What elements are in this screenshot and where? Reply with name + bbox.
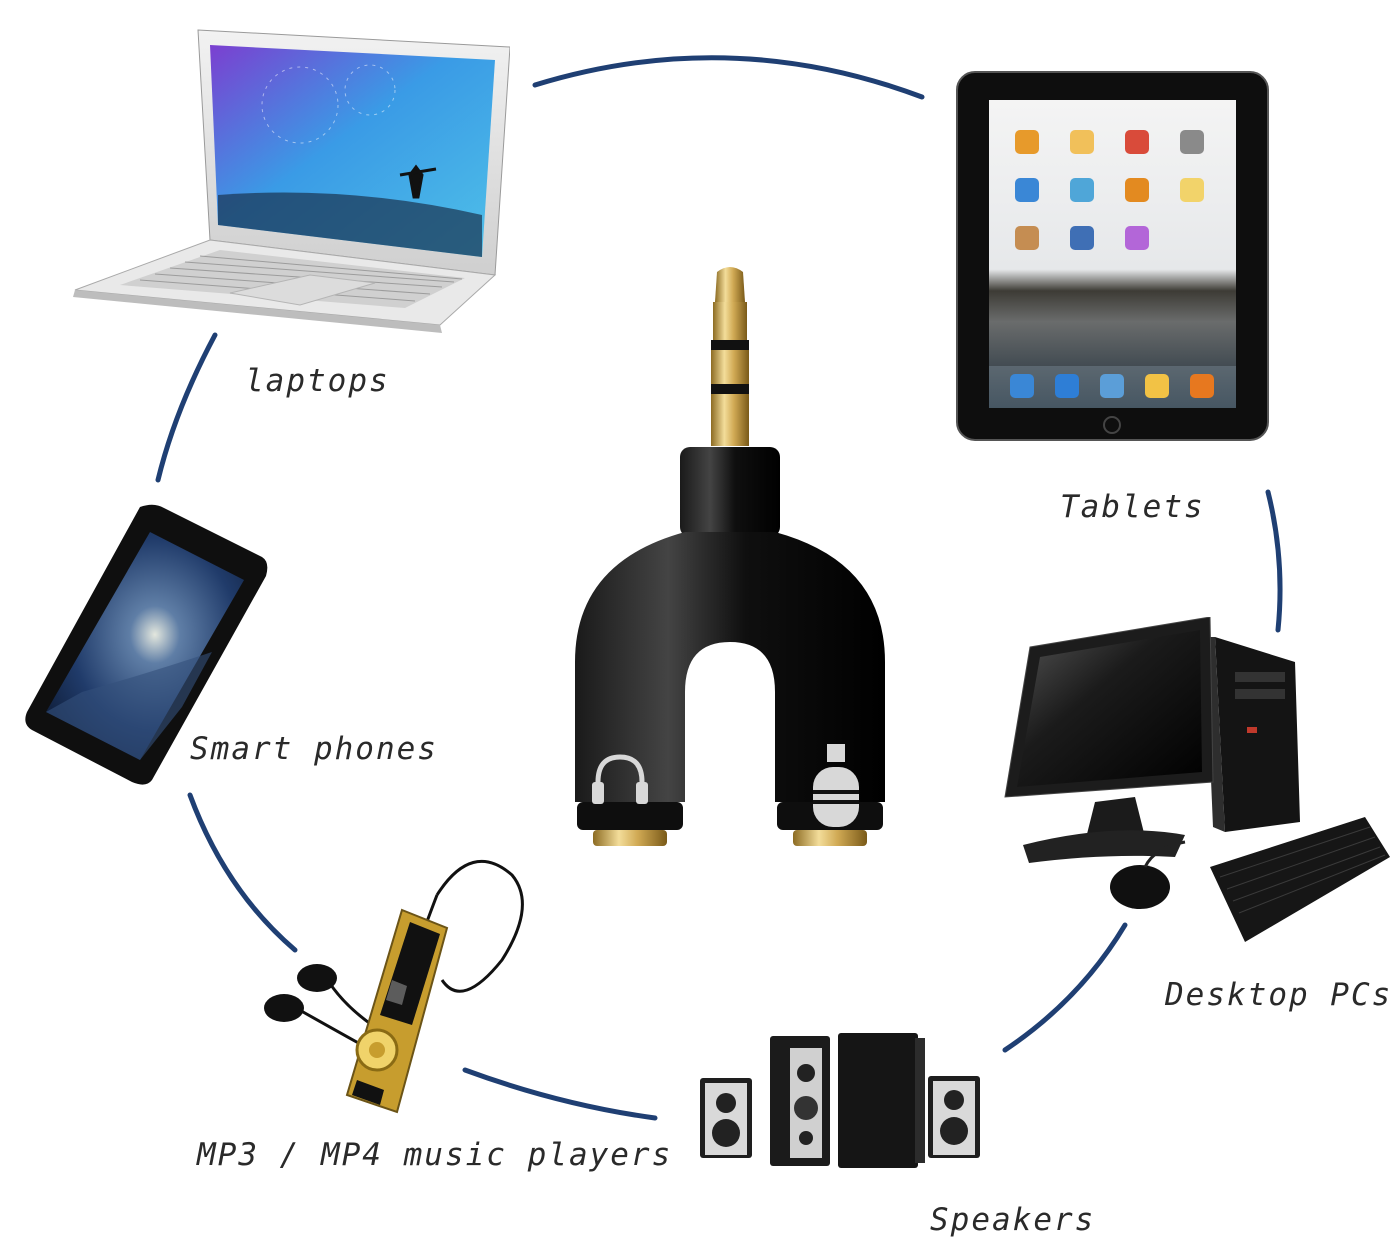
audio-splitter-adapter — [565, 262, 895, 872]
laptop-image — [70, 25, 510, 340]
mp3-players-label: MP3 / MP4 music players — [197, 1137, 673, 1173]
arc-desktop-speakers — [1002, 922, 1128, 1053]
smart-phones-label: Smart phones — [190, 731, 438, 767]
desktop-pc-image — [995, 617, 1393, 947]
arc-laptop-tablet — [532, 55, 925, 100]
microphone-icon — [813, 744, 859, 827]
arc-tablet-desktop — [1265, 489, 1283, 633]
tablets-label: Tablets — [1060, 489, 1205, 525]
arc-laptop-phone — [155, 332, 218, 483]
speakers-label: Speakers — [930, 1202, 1096, 1238]
smartphone-image — [22, 502, 270, 787]
laptops-label: laptops — [245, 363, 390, 399]
speakers-image — [690, 1028, 995, 1178]
arc-phone-mp3 — [187, 792, 298, 953]
arc-mp3-speakers — [462, 1067, 658, 1121]
desktop-pcs-label: Desktop PCs — [1165, 977, 1393, 1013]
tablet-image — [955, 70, 1270, 442]
headphones-icon — [592, 754, 648, 804]
mp3-player-image — [262, 850, 532, 1120]
